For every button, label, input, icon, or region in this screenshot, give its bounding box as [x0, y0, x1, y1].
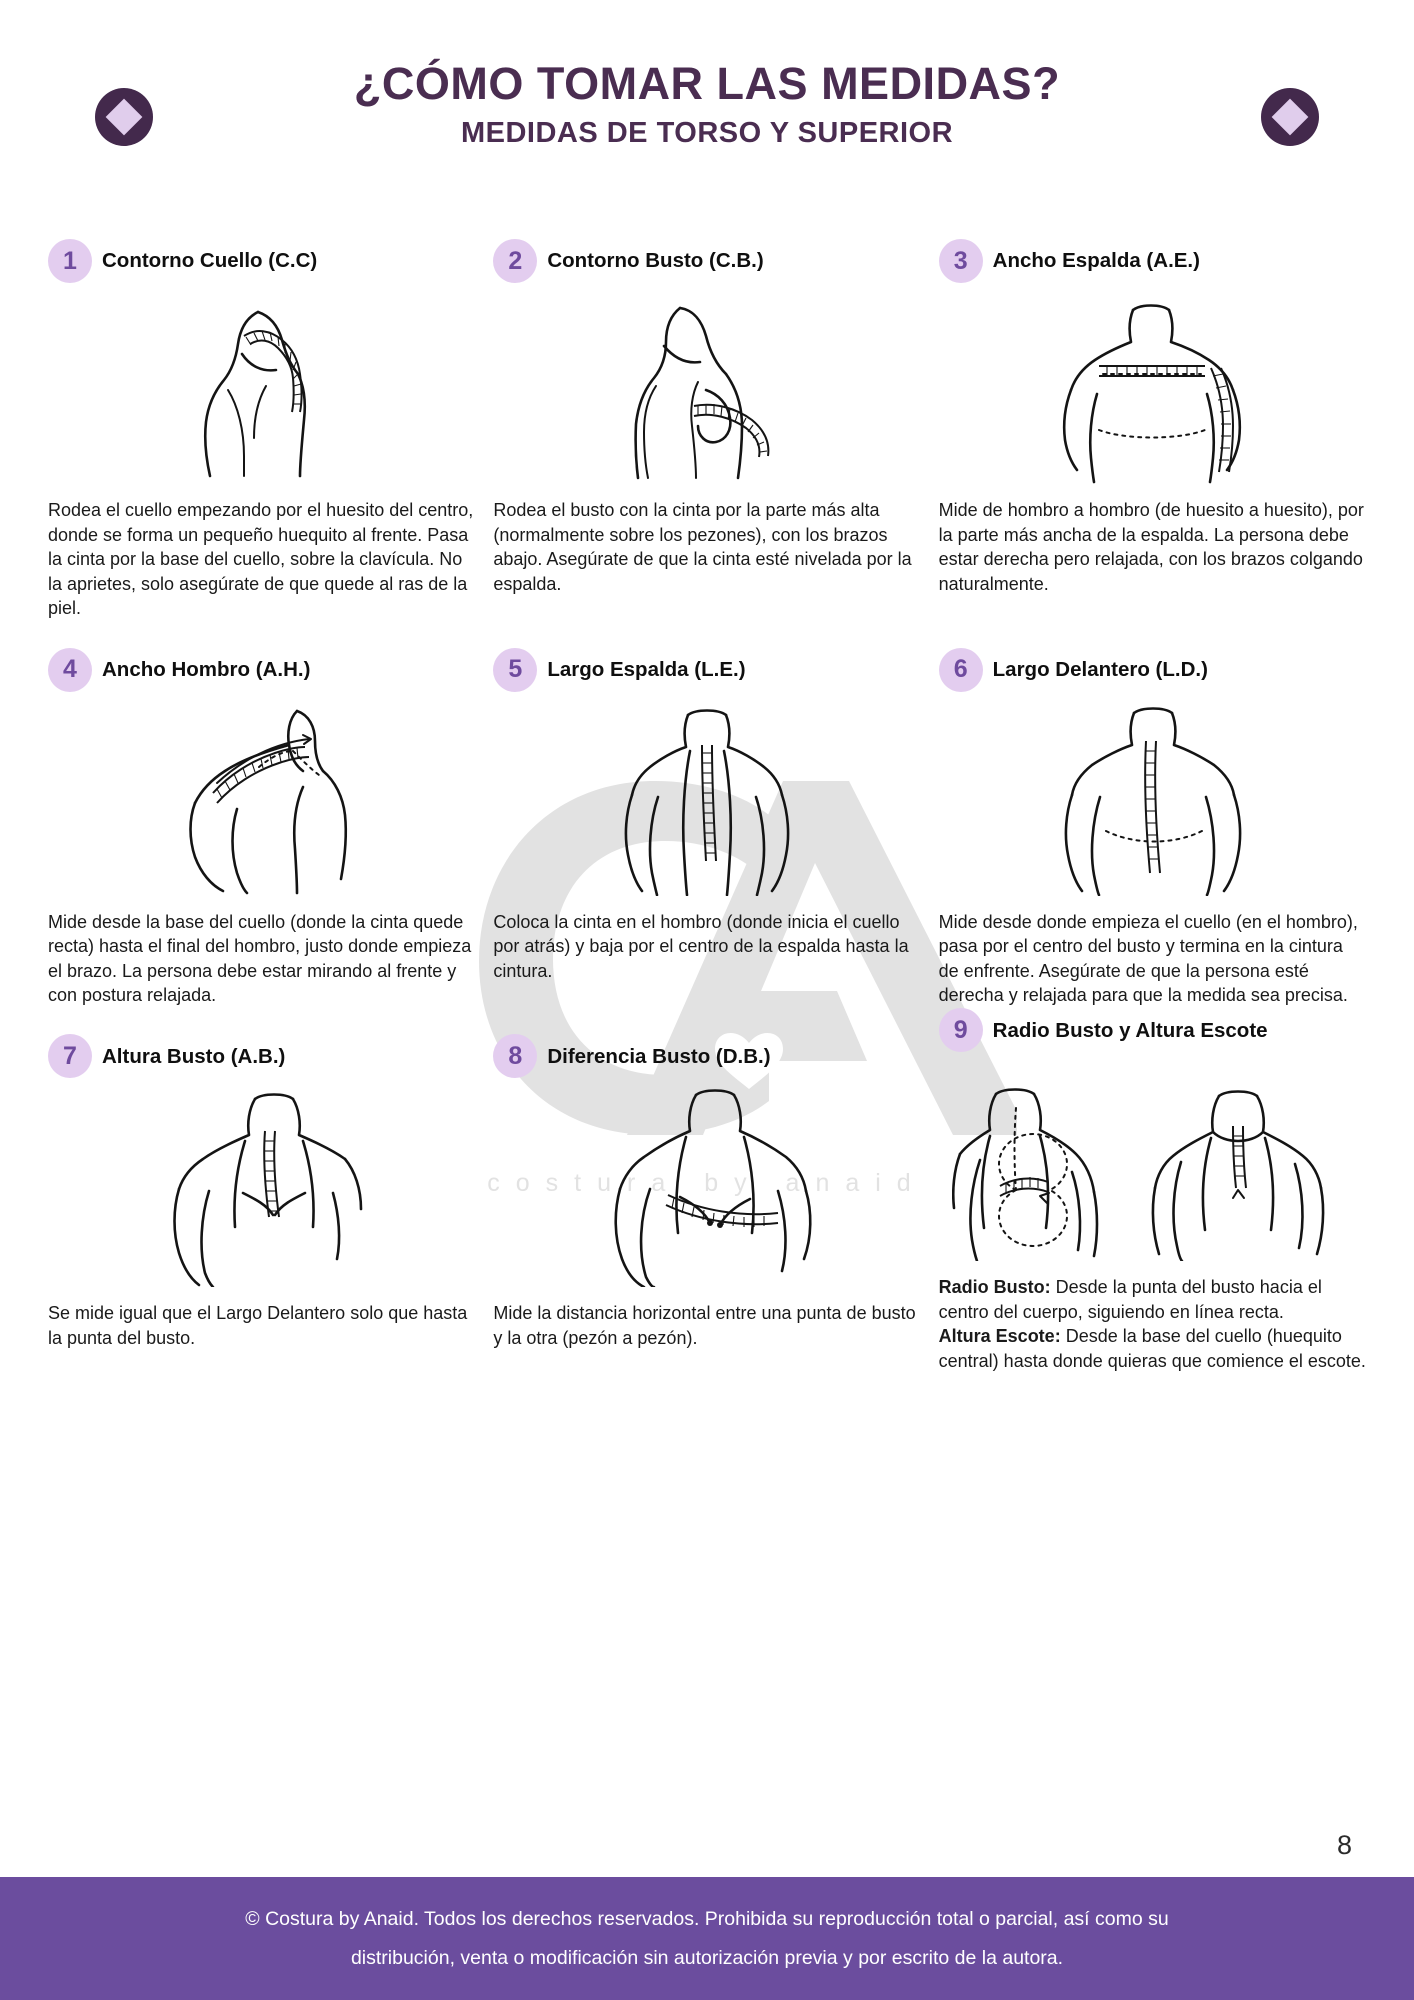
card-header: 6 Largo Delantero (L.D.)	[938, 647, 1366, 693]
card-title: Ancho Espalda (A.E.)	[992, 249, 1200, 273]
card-body: Mide desde la base del cuello (donde la …	[48, 911, 472, 1005]
card-header: 7 Altura Busto (A.B.)	[48, 1033, 475, 1079]
card-title: Largo Delantero (L.D.)	[992, 657, 1208, 681]
footer-line-2: distribución, venta o modificación sin a…	[350, 1946, 1064, 1969]
footer-line-1: © Costura by Anaid. Todos los derechos r…	[245, 1907, 1169, 1930]
bust-difference-figure	[493, 1087, 920, 1288]
diamond-in-circle-icon	[95, 88, 153, 146]
shoulder-width-figure	[48, 701, 475, 896]
step-badge: 9	[938, 1008, 983, 1053]
card-title: Altura Busto (A.B.)	[102, 1044, 286, 1068]
measurement-card: 6 Largo Delantero (L.D.)	[938, 647, 1366, 1008]
back-width-figure	[939, 294, 1366, 484]
card-header: 2 Contorno Busto (C.B.)	[493, 238, 920, 284]
card-title: Largo Espalda (L.E.)	[547, 657, 746, 681]
measurement-card: 2 Contorno Busto (C.B.)	[493, 238, 920, 620]
measurement-cards-grid: 1 Contorno Cuello (C.C)	[48, 238, 1366, 1373]
step-badge: 1	[48, 239, 92, 284]
step-badge: 6	[938, 647, 983, 692]
card-title: Radio Busto y Altura Escote	[992, 1018, 1268, 1042]
card-header: 9 Radio Busto y Altura Escote	[938, 1007, 1366, 1053]
page-footer: © Costura by Anaid. Todos los derechos r…	[0, 1877, 1414, 2000]
page-title: ¿CÓMO TOMAR LAS MEDIDAS?	[353, 58, 1061, 109]
diamond-in-circle-icon	[1261, 88, 1319, 146]
altura-escote-label: Altura Escote:	[938, 1326, 1061, 1347]
measurement-card: 1 Contorno Cuello (C.C)	[48, 238, 475, 620]
measurement-card: 3 Ancho Espalda (A.E.)	[938, 238, 1366, 620]
radio-busto-text: Desde la punta del busto hacia el centro…	[938, 1277, 1322, 1322]
card-body: Mide desde donde empieza el cuello (en e…	[938, 911, 1358, 1005]
back-length-figure	[493, 701, 920, 896]
card-title: Diferencia Busto (D.B.)	[547, 1044, 771, 1068]
card-title: Ancho Hombro (A.H.)	[102, 657, 311, 681]
measurement-card: 7 Altura Busto (A.B.)	[48, 1033, 475, 1373]
altura-escote-text: Desde la base del cuello (huequito centr…	[938, 1326, 1366, 1371]
measurement-card: 9 Radio Busto y Altura Escote	[938, 1007, 1366, 1373]
bust-height-figure	[48, 1087, 475, 1288]
card-body: Mide de hombro a hombro (de huesito a hu…	[938, 500, 1364, 594]
card-body: Se mide igual que el Largo Delantero sol…	[48, 1303, 468, 1348]
step-badge: 7	[48, 1034, 92, 1079]
neck-circumference-figure	[48, 294, 475, 484]
step-badge: 8	[493, 1034, 538, 1079]
step-badge: 5	[493, 647, 538, 692]
card-title: Contorno Busto (C.B.)	[547, 249, 764, 273]
measurement-card: 5 Largo Espalda (L.E.)	[493, 647, 920, 1008]
bust-radius-neckline-figure	[939, 1061, 1366, 1262]
card-header: 5 Largo Espalda (L.E.)	[493, 647, 920, 693]
page-subtitle: MEDIDAS DE TORSO Y SUPERIOR	[460, 117, 954, 150]
card-body-rich: Radio Busto: Desde la punta del busto ha…	[939, 1275, 1366, 1373]
card-body: Mide la distancia horizontal entre una p…	[493, 1303, 916, 1348]
card-body: Rodea el busto con la cinta por la parte…	[493, 500, 912, 594]
card-header: 3 Ancho Espalda (A.E.)	[938, 238, 1366, 284]
page-number: 8	[1336, 1830, 1352, 1860]
step-badge: 4	[48, 647, 92, 692]
card-header: 1 Contorno Cuello (C.C)	[48, 238, 475, 284]
radio-busto-label: Radio Busto:	[938, 1277, 1051, 1298]
measurement-card: 4 Ancho Hombro (A.H.)	[48, 647, 475, 1008]
front-length-figure	[939, 701, 1366, 896]
card-body: Coloca la cinta en el hombro (donde inic…	[493, 911, 909, 981]
card-title: Contorno Cuello (C.C)	[102, 249, 318, 273]
page-header: ¿CÓMO TOMAR LAS MEDIDAS? MEDIDAS DE TORS…	[0, 0, 1414, 150]
measurement-card: 8 Diferencia Busto (D.B.)	[493, 1033, 920, 1373]
card-body: Rodea el cuello empezando por el huesito…	[48, 500, 474, 619]
step-badge: 2	[493, 239, 538, 284]
card-header: 8 Diferencia Busto (D.B.)	[493, 1033, 920, 1079]
card-header: 4 Ancho Hombro (A.H.)	[48, 647, 475, 693]
bust-circumference-figure	[493, 294, 920, 484]
step-badge: 3	[938, 239, 983, 284]
